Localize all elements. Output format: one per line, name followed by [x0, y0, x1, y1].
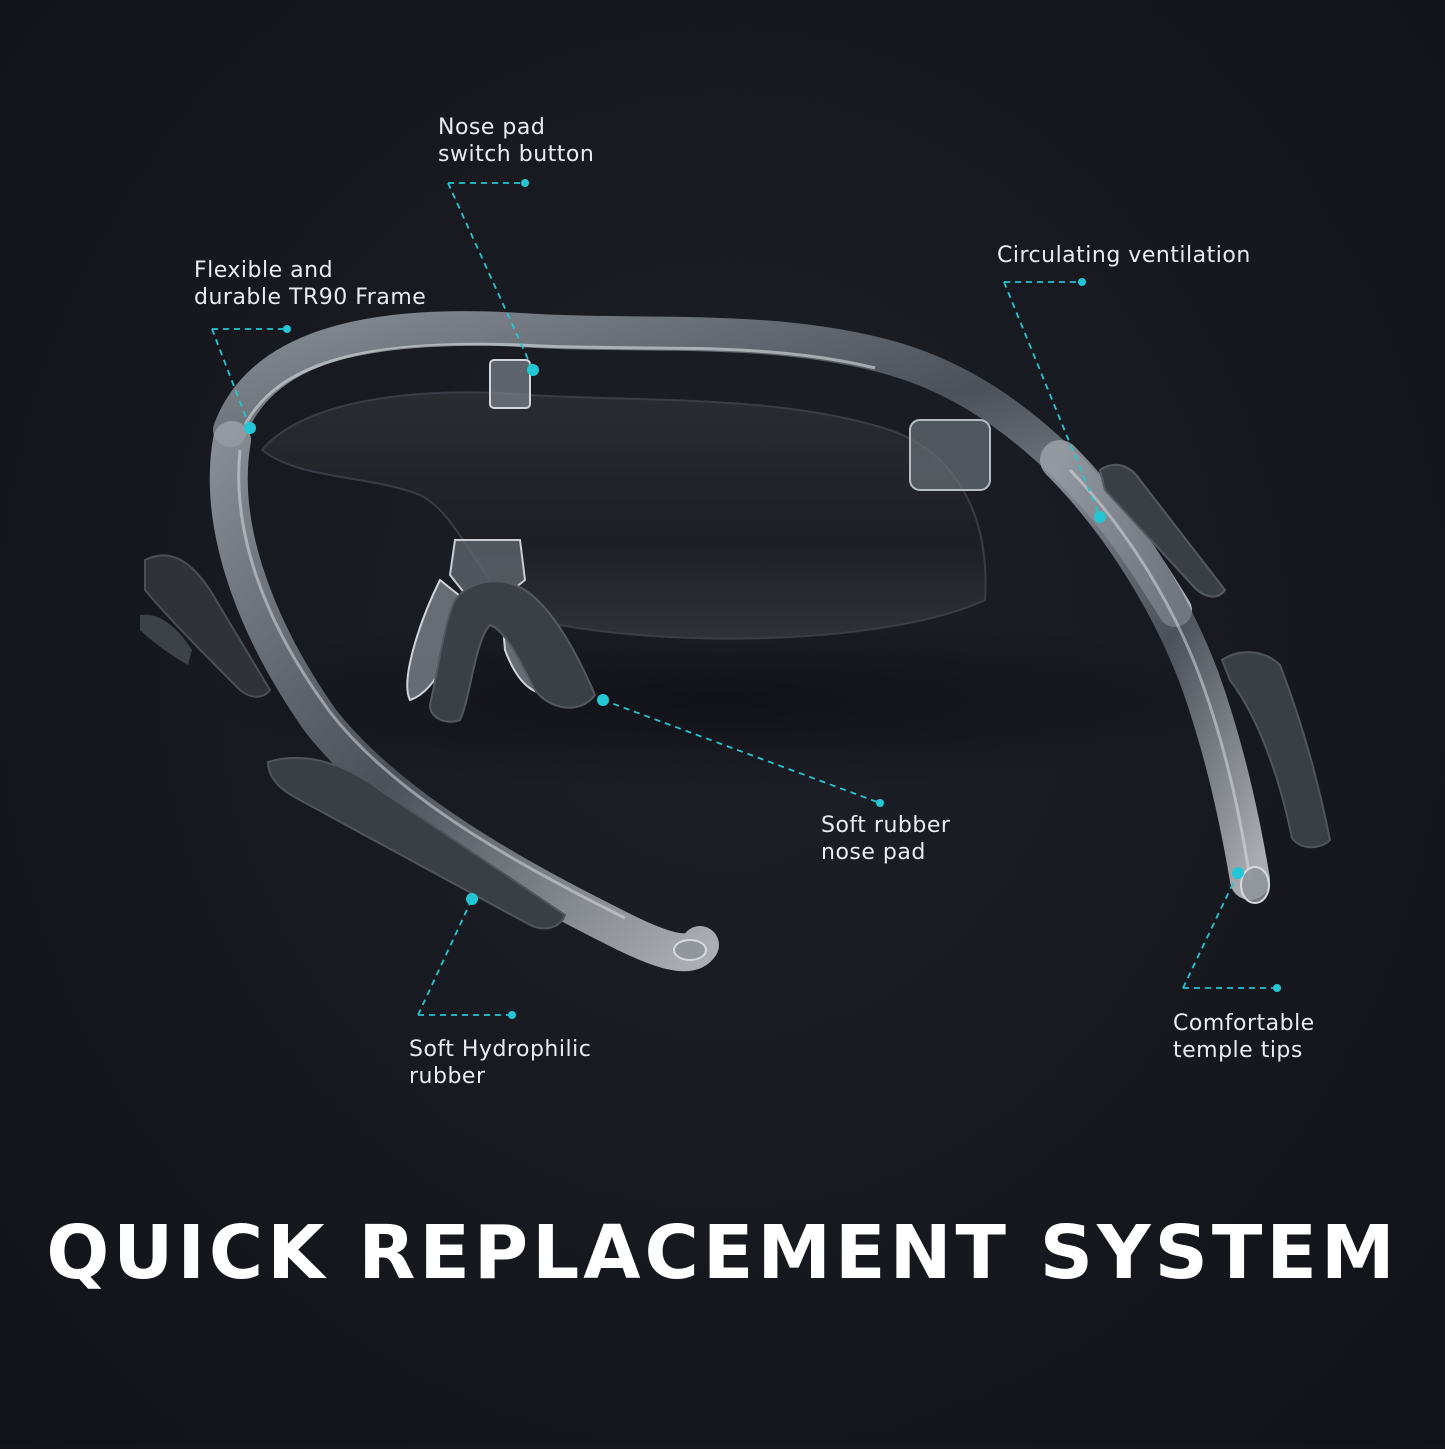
callout-text-line: durable TR90 Frame: [194, 285, 427, 310]
callout-text-line: Comfortable: [1173, 1011, 1315, 1036]
ventilation-marker: [1094, 511, 1106, 523]
callout-tr90-frame: Flexible and durable TR90 Frame: [194, 257, 426, 311]
left-side-insert: [144, 554, 272, 698]
rubber-nose-pad: [428, 580, 597, 723]
callout-text-line: temple tips: [1173, 1038, 1303, 1063]
callout-dots: [244, 179, 1281, 1019]
left-arm-rubber: [266, 756, 567, 930]
left-temple-arm: [209, 421, 719, 972]
callout-soft-rubber-nose-pad: Soft rubber nose pad: [821, 812, 950, 866]
callout-comfortable-temple-tips: Comfortable temple tips: [1173, 1010, 1315, 1064]
callout-text-line: Flexible and: [194, 258, 334, 283]
callout-text-line: Soft rubber: [821, 813, 951, 838]
callout-text-line: Circulating ventilation: [997, 243, 1251, 268]
lens: [260, 391, 987, 640]
callout-text-line: rubber: [409, 1064, 486, 1089]
headline-title: QUICK REPLACEMENT SYSTEM: [46, 1210, 1399, 1296]
nose-pad-marker: [597, 694, 609, 706]
switch-clip: [489, 359, 531, 409]
hinge-block: [909, 419, 991, 491]
temple-tip-marker: [1232, 867, 1244, 879]
callout-text-line: Soft Hydrophilic: [409, 1037, 592, 1062]
callout-nose-pad-switch-button: Nose pad switch button: [438, 114, 594, 168]
callout-text-line: Nose pad: [438, 115, 546, 140]
frame-marker: [244, 422, 256, 434]
callout-circulating-ventilation: Circulating ventilation: [997, 242, 1251, 269]
switch-button-marker: [527, 364, 539, 376]
callout-lines: [211, 182, 1277, 1016]
callout-text-line: switch button: [438, 142, 595, 167]
hydrophilic-marker: [466, 893, 478, 905]
right-side-insert: [1098, 463, 1227, 598]
callout-text-line: nose pad: [821, 840, 926, 865]
right-arm-rubber: [1220, 651, 1332, 849]
callout-hydrophilic-rubber: Soft Hydrophilic rubber: [409, 1036, 591, 1090]
